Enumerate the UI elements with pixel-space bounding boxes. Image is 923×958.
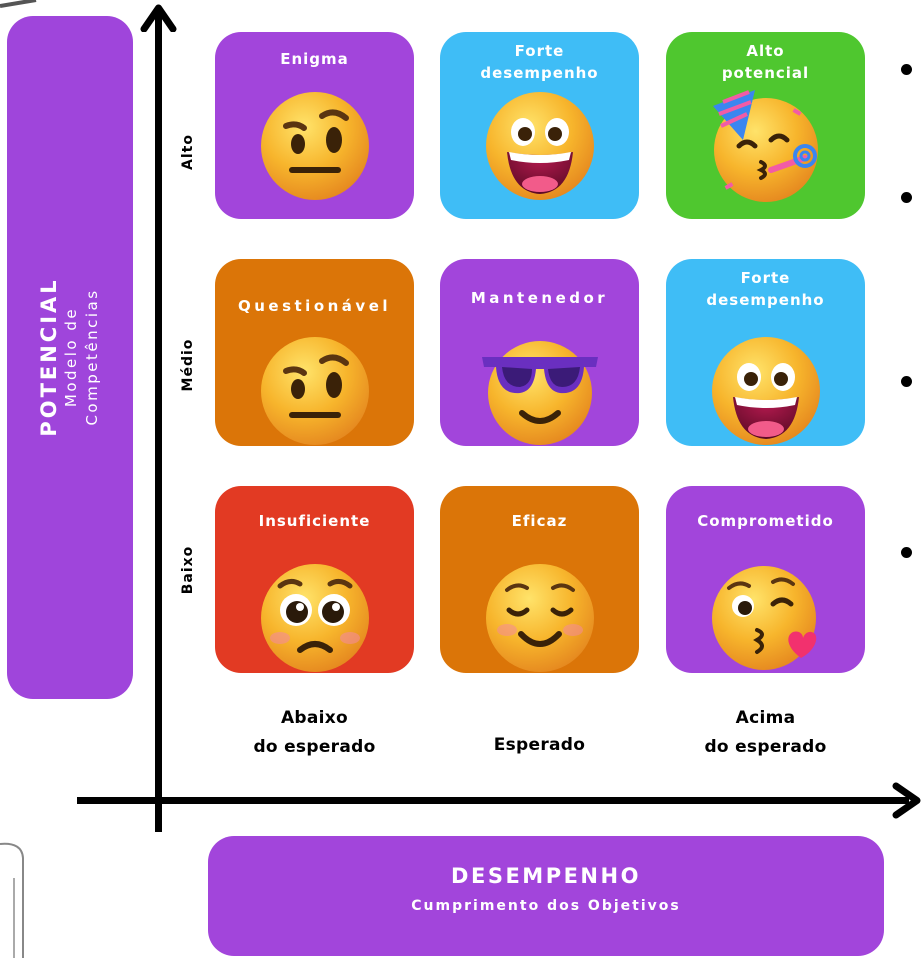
arrow-up-icon [140, 4, 177, 32]
col-label-esperado: Esperado [493, 735, 586, 755]
row-label-baixo: Baixo [180, 545, 196, 595]
bullet-dot [901, 547, 912, 558]
desempenho-panel: DESEMPENHO Cumprimento dos Objetivos [208, 836, 884, 956]
corner-decoration-icon [0, 0, 37, 8]
relieved-face-icon [486, 564, 594, 672]
cell-comprometido: Comprometido [666, 486, 865, 673]
row-label-medio: Médio [180, 338, 196, 392]
partying-face-icon [713, 90, 818, 202]
cell-questionavel: Questionável [215, 259, 414, 446]
potencial-panel [7, 16, 133, 699]
paperclip-icon [0, 842, 24, 958]
col-label-acima: Acima do esperado [704, 708, 827, 757]
cell-insuficiente: Insuficiente [215, 486, 414, 673]
raised-eyebrow-face-icon [261, 337, 369, 445]
cell-title: Forte desempenho [706, 269, 825, 309]
cell-title: Eficaz [511, 512, 568, 530]
bullet-dot [901, 376, 912, 387]
cell-title: Forte desempenho [480, 42, 599, 82]
cell-title: Mantenedor [470, 289, 609, 307]
sunglasses-face-icon [482, 341, 598, 445]
bullet-dot [901, 192, 912, 203]
cell-enigma: Enigma [215, 32, 414, 219]
kissing-heart-face-icon [712, 566, 817, 670]
cell-title: Alto potencial [721, 42, 810, 82]
y-axis-subtitle-line2: Competências [83, 288, 101, 426]
col-label-abaixo: Abaixo do esperado [253, 708, 376, 757]
cell-title: Enigma [280, 50, 349, 68]
grinning-face-icon [486, 92, 594, 200]
pleading-face-icon [261, 564, 369, 672]
cell-alto-potencial: Alto potencial [666, 32, 865, 219]
cell-forte-desempenho-alto: Forte desempenho [440, 32, 639, 219]
potencial-label-group: POTENCIAL Modelo de Competências [37, 277, 103, 436]
raised-eyebrow-face-icon [261, 92, 369, 200]
y-axis-title: POTENCIAL [37, 277, 61, 437]
cell-eficaz: Eficaz [440, 486, 639, 673]
x-axis-line [77, 797, 909, 804]
x-axis-subtitle: Cumprimento dos Objetivos [411, 898, 681, 914]
grinning-face-icon [712, 337, 820, 445]
bullet-dot [901, 64, 912, 75]
cell-mantenedor: Mantenedor [440, 259, 639, 446]
x-axis-title: DESEMPENHO [451, 864, 641, 888]
cell-title: Comprometido [697, 512, 834, 530]
cell-forte-desempenho-medio: Forte desempenho [666, 259, 865, 446]
cell-title: Questionável [237, 297, 392, 315]
row-label-alto: Alto [180, 134, 196, 170]
cell-title: Insuficiente [258, 512, 371, 530]
y-axis-line [155, 14, 162, 832]
y-axis-subtitle-line1: Modelo de [62, 306, 80, 408]
arrow-right-icon [892, 782, 921, 819]
